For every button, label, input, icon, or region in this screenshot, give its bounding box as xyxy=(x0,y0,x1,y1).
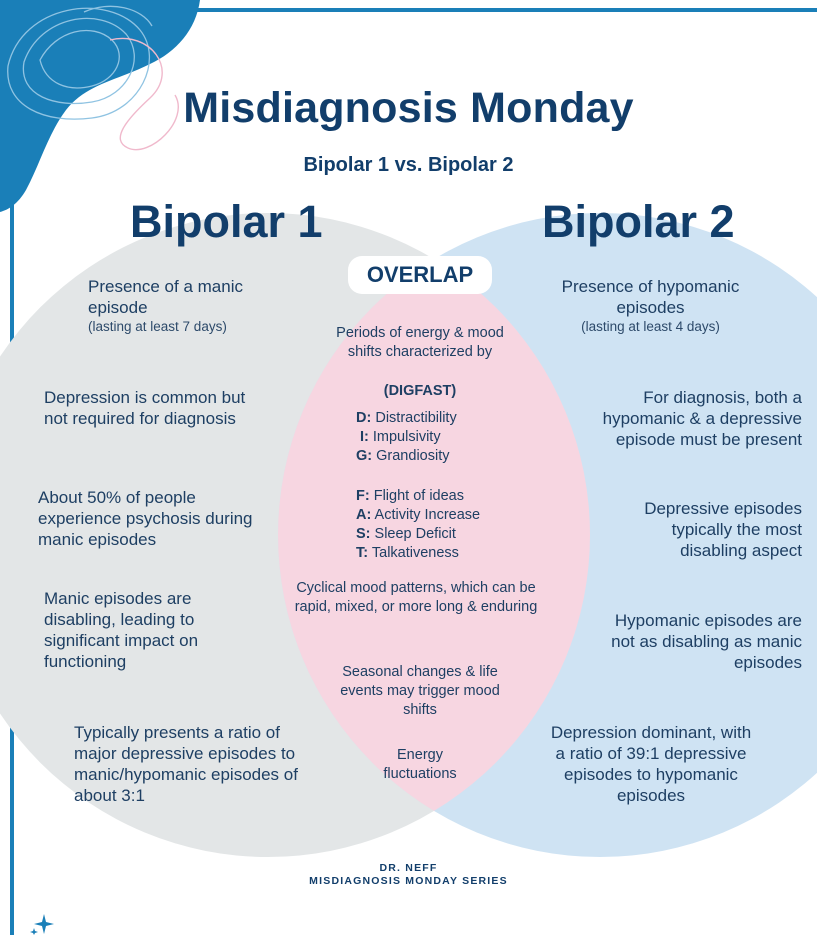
digfast-letter: F: xyxy=(356,488,370,504)
digfast-item-f: F: Flight of ideas xyxy=(356,487,526,506)
digfast-letter: D: xyxy=(356,410,372,426)
right-item-text: Presence of hypomanic episodes xyxy=(561,277,740,317)
digfast-acronym: (DIGFAST) xyxy=(383,383,457,399)
left-item-2: Depression is common but not required fo… xyxy=(44,388,246,428)
right-item-note: (lasting at least 4 days) xyxy=(581,319,720,334)
overlap-label: OVERLAP xyxy=(348,256,492,294)
digfast-word: Impulsivity xyxy=(372,429,441,445)
bipolar-2-heading: Bipolar 2 xyxy=(542,196,735,247)
digfast-word: Talkativeness xyxy=(371,545,459,561)
page-subtitle: Bipolar 1 vs. Bipolar 2 xyxy=(303,154,514,176)
sparkle-icon xyxy=(30,914,54,935)
digfast-letter: G: xyxy=(356,448,373,464)
digfast-list-bottom: F: Flight of ideas A: Activity Increase … xyxy=(356,487,526,563)
right-item-3: Depressive episodes typically the most d… xyxy=(644,499,802,560)
overlap-item-2: Seasonal changes & life events may trigg… xyxy=(340,664,500,718)
digfast-letter: S: xyxy=(356,526,371,542)
digfast-item-g: G: Grandiosity xyxy=(356,447,526,466)
right-item-4: Hypomanic episodes are not as disabling … xyxy=(611,611,802,672)
left-item-3: About 50% of people experience psychosis… xyxy=(38,488,253,549)
overlap-item-1: Cyclical mood patterns, which can be rap… xyxy=(294,580,538,615)
page-title: Misdiagnosis Monday xyxy=(183,84,634,132)
contour-lines xyxy=(7,5,153,120)
left-item-1: Presence of a manic episode (lasting at … xyxy=(88,276,288,335)
digfast-word: Distractibility xyxy=(375,410,457,426)
digfast-word: Grandiosity xyxy=(376,448,450,464)
digfast-word: Activity Increase xyxy=(374,507,481,523)
left-item-5: Typically presents a ratio of major depr… xyxy=(74,723,298,805)
left-item-text: Presence of a manic episode xyxy=(88,277,243,317)
bipolar-1-heading: Bipolar 1 xyxy=(130,196,323,247)
digfast-item-t: T: Talkativeness xyxy=(356,544,526,563)
left-item-4: Manic episodes are disabling, leading to… xyxy=(44,589,199,671)
pink-accent-line xyxy=(109,37,179,151)
right-item-5: Depression dominant, with a ratio of 39:… xyxy=(550,723,752,805)
right-item-2: For diagnosis, both a hypomanic & a depr… xyxy=(602,388,802,449)
footer-author: DR. NEFF xyxy=(379,862,438,874)
left-item-note: (lasting at least 7 days) xyxy=(88,319,227,334)
digfast-item-s: S: Sleep Deficit xyxy=(356,525,526,544)
digfast-letter: T: xyxy=(356,545,369,561)
overlap-intro: Periods of energy & mood shifts characte… xyxy=(336,325,504,360)
digfast-list-top: D: Distractibility I: Impulsivity G: Gra… xyxy=(356,409,526,466)
digfast-word: Flight of ideas xyxy=(373,488,464,504)
corner-blob-shape xyxy=(0,0,200,212)
footer-series: MISDIAGNOSIS MONDAY SERIES xyxy=(309,875,508,887)
digfast-letter: I: xyxy=(360,429,369,445)
digfast-item-a: A: Activity Increase xyxy=(356,506,526,525)
right-item-1: Presence of hypomanic episodes (lasting … xyxy=(548,276,753,335)
digfast-word: Sleep Deficit xyxy=(374,526,456,542)
digfast-letter: A: xyxy=(356,507,372,523)
overlap-item-3: Energy fluctuations xyxy=(383,747,457,782)
digfast-item-d: D: Distractibility xyxy=(356,409,526,428)
overlap-region xyxy=(278,213,590,857)
digfast-item-i: I: Impulsivity xyxy=(360,428,526,447)
